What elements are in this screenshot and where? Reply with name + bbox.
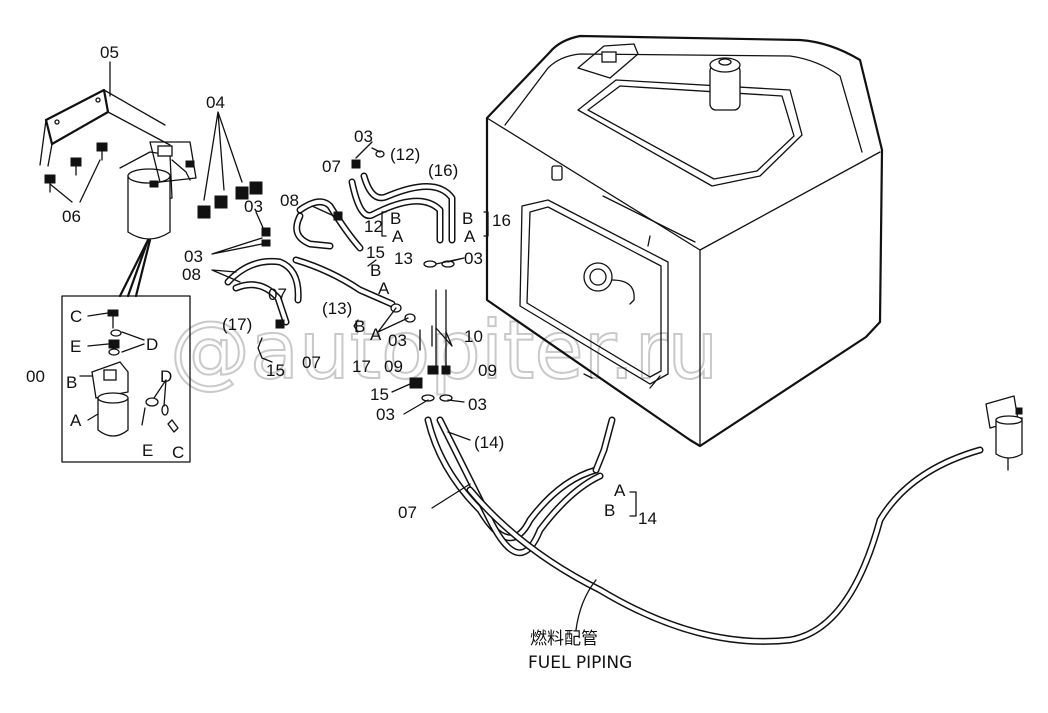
- label-14: 14: [638, 509, 657, 528]
- label-03d: 03: [464, 249, 483, 268]
- leader-lines: [49, 61, 597, 631]
- label-15b: 15: [266, 361, 285, 380]
- label-07a: 07: [322, 157, 341, 176]
- watermark-text: @autopiter.ru: [170, 304, 718, 397]
- label-D1: D: [146, 335, 158, 354]
- label-E1: E: [70, 337, 81, 356]
- label-A5: A: [614, 481, 626, 500]
- label-12p: (12): [390, 145, 420, 164]
- group-brackets: [257, 211, 637, 517]
- label-B2: B: [462, 209, 473, 228]
- label-09a: 09: [384, 357, 403, 376]
- mounting-bolts: [44, 142, 108, 193]
- label-09b: 09: [478, 361, 497, 380]
- label-13: 13: [394, 249, 413, 268]
- label-04: 04: [206, 93, 225, 112]
- label-08b: 08: [182, 265, 201, 284]
- label-03b: 03: [244, 197, 263, 216]
- remote-fuel-filter: [985, 395, 1023, 471]
- label-12: 12: [364, 217, 383, 236]
- filter-exploded-view: [61, 295, 191, 463]
- bolts-04: [197, 181, 263, 219]
- label-A1: A: [392, 227, 404, 246]
- label-B1: B: [390, 209, 401, 228]
- clamps-and-fittings: [261, 150, 455, 402]
- label-B6: B: [66, 373, 77, 392]
- fuel-tank: [485, 34, 884, 448]
- label-D2: D: [160, 367, 172, 386]
- fuel-hoses: [224, 172, 984, 645]
- label-03g: 03: [468, 395, 487, 414]
- label-03a: 03: [354, 127, 373, 146]
- label-16p: (16): [428, 161, 458, 180]
- caption-japanese: 燃料配管: [530, 629, 598, 649]
- fuel-filter-assembly: [119, 141, 197, 240]
- part-labels: 05 04 06 03 07 (12) (16) 08 03 03 08 12 …: [26, 43, 657, 528]
- label-A2: A: [464, 227, 476, 246]
- label-B5: B: [604, 501, 615, 520]
- label-05: 05: [100, 43, 119, 62]
- label-03f: 03: [376, 405, 395, 424]
- explode-pointers: [118, 238, 152, 298]
- caption: 燃料配管 FUEL PIPING: [528, 629, 632, 673]
- label-07d: 07: [398, 503, 417, 522]
- label-00: 00: [26, 367, 45, 386]
- label-13p: (13): [322, 299, 352, 318]
- label-03e: 03: [388, 331, 407, 350]
- label-06: 06: [62, 207, 81, 226]
- label-08a: 08: [280, 191, 299, 210]
- label-15a: 15: [366, 243, 385, 262]
- label-B4: B: [354, 317, 365, 336]
- label-07c: 07: [302, 353, 321, 372]
- filter-mounting-bracket: [39, 88, 171, 167]
- label-A6: A: [70, 411, 82, 430]
- label-07b: 07: [268, 285, 287, 304]
- label-A4: A: [370, 325, 382, 344]
- label-E2: E: [142, 441, 153, 460]
- caption-english: FUEL PIPING: [528, 653, 632, 673]
- label-10: 10: [464, 327, 483, 346]
- label-16: 16: [492, 211, 511, 230]
- label-17p: (17): [222, 315, 252, 334]
- label-C2: C: [172, 443, 184, 462]
- label-15c: 15: [370, 385, 389, 404]
- label-17: 17: [352, 357, 371, 376]
- label-C1: C: [70, 307, 82, 326]
- label-03c: 03: [184, 247, 203, 266]
- label-A3: A: [378, 279, 390, 298]
- label-14p: (14): [474, 433, 504, 452]
- label-B3: B: [370, 261, 381, 280]
